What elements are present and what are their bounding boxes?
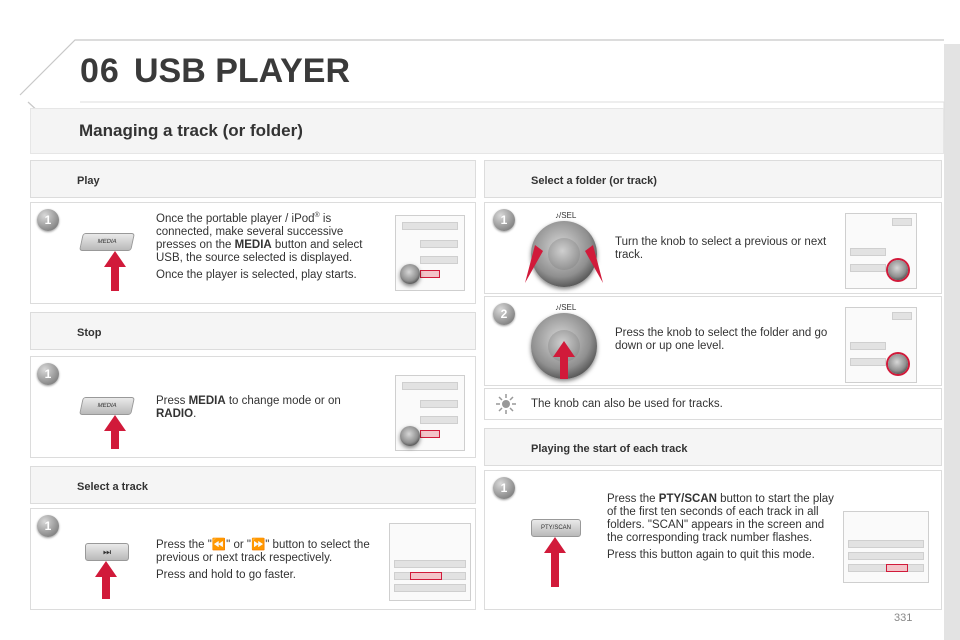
press-arrow-stem xyxy=(551,551,559,587)
step-badge: 1 xyxy=(37,515,59,537)
select-folder-header: Select a folder (or track) xyxy=(484,160,942,198)
step-badge: 1 xyxy=(37,363,59,385)
chapter-number: 06 xyxy=(80,52,120,90)
section-title-bar: Managing a track (or folder) xyxy=(30,108,944,154)
select-track-instructions: Press the "⏪" or "⏩" button to select th… xyxy=(156,539,370,581)
stop-instructions: Press MEDIA to change mode or on RADIO. xyxy=(156,395,341,420)
step-badge: 2 xyxy=(493,303,515,325)
select-track-label: Select a track xyxy=(77,481,148,493)
next-track-button[interactable]: ⏭ xyxy=(85,543,129,561)
arrow-up-icon xyxy=(95,561,117,577)
radio-thumbnail xyxy=(389,523,471,601)
press-arrow-stem xyxy=(111,265,119,291)
play-instructions: Once the portable player / iPod® is conn… xyxy=(156,212,363,281)
select-track-header: Select a track xyxy=(30,466,476,504)
knob-label: ♪/SEL xyxy=(555,211,577,220)
stop-panel: 1 MEDIA Press MEDIA to change mode or on… xyxy=(30,356,476,458)
step-badge: 1 xyxy=(493,477,515,499)
page-title: USB PLAYER xyxy=(134,52,351,90)
folder-step2-panel: 2 ♪/SEL Press the knob to select the fol… xyxy=(484,296,942,386)
step-badge: 1 xyxy=(37,209,59,231)
playing-start-instructions: Press the PTY/SCAN button to start the p… xyxy=(607,493,834,561)
folder-step2-text: Press the knob to select the folder and … xyxy=(615,327,828,352)
folder-step1-panel: 1 ♪/SEL Turn the knob to select a previo… xyxy=(484,202,942,294)
sel-knob[interactable] xyxy=(531,221,597,287)
knob-label: ♪/SEL xyxy=(555,303,577,312)
press-arrow-stem xyxy=(560,355,568,379)
media-button[interactable]: MEDIA xyxy=(79,397,135,415)
select-track-panel: 1 ⏭ Press the "⏪" or "⏩" button to selec… xyxy=(30,508,476,610)
playing-start-panel: 1 PTY/SCAN Press the PTY/SCAN button to … xyxy=(484,470,942,610)
page-side-strip xyxy=(944,44,960,640)
pty-scan-button[interactable]: PTY/SCAN xyxy=(531,519,581,537)
arrow-up-icon xyxy=(553,341,575,357)
select-folder-label: Select a folder (or track) xyxy=(531,175,657,187)
tip-icon xyxy=(496,394,516,414)
press-arrow-stem xyxy=(111,429,119,449)
radio-thumbnail xyxy=(395,215,465,291)
stop-header: Stop xyxy=(30,312,476,350)
radio-thumbnail xyxy=(845,213,917,289)
radio-thumbnail xyxy=(845,307,917,383)
play-label: Play xyxy=(77,175,100,187)
section-title: Managing a track (or folder) xyxy=(79,121,303,140)
stop-label: Stop xyxy=(77,327,102,339)
rotate-arrows-icon xyxy=(525,245,603,283)
playing-start-header: Playing the start of each track xyxy=(484,428,942,466)
playing-start-label: Playing the start of each track xyxy=(531,443,688,455)
play-header: Play xyxy=(30,160,476,198)
play-panel: 1 MEDIA Once the portable player / iPod®… xyxy=(30,202,476,304)
note-panel: The knob can also be used for tracks. xyxy=(484,388,942,420)
radio-thumbnail xyxy=(395,375,465,451)
arrow-up-icon xyxy=(104,251,126,267)
note-text: The knob can also be used for tracks. xyxy=(531,398,723,410)
folder-step1-text: Turn the knob to select a previous or ne… xyxy=(615,236,827,261)
press-arrow-stem xyxy=(102,575,110,599)
media-button[interactable]: MEDIA xyxy=(79,233,135,251)
step-badge: 1 xyxy=(493,209,515,231)
arrow-up-icon xyxy=(104,415,126,431)
arrow-up-icon xyxy=(544,537,566,553)
page-number: 331 xyxy=(894,612,913,624)
radio-thumbnail xyxy=(843,511,929,583)
